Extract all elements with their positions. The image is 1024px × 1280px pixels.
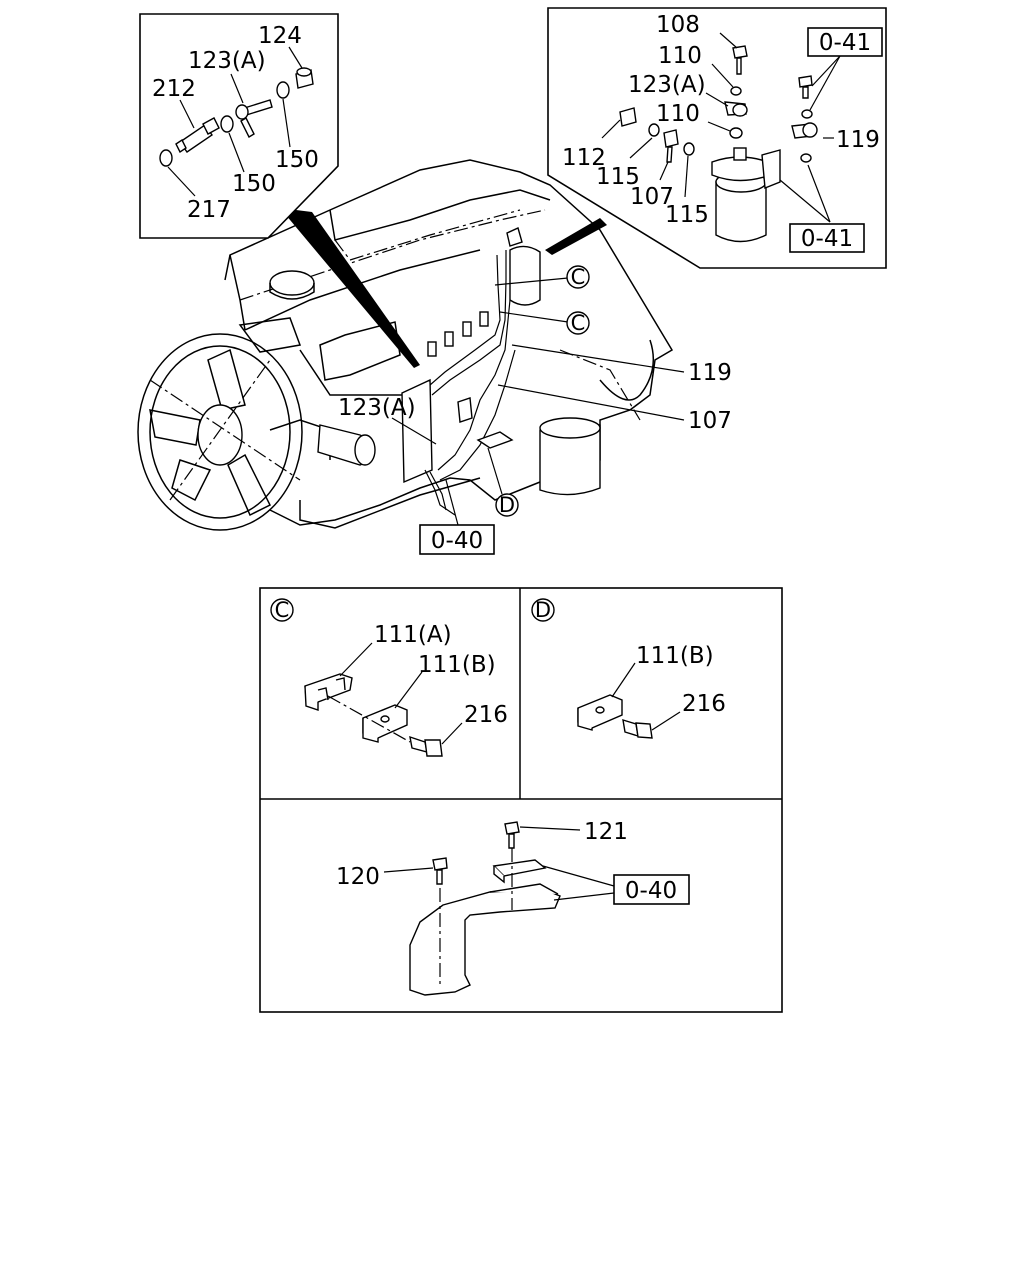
ref-040-detail-text: 0-40 bbox=[625, 878, 677, 904]
ref-box-041-upper bbox=[807, 27, 883, 57]
fuel-injection-lines bbox=[401, 227, 541, 516]
label-119-right: 119 bbox=[836, 127, 880, 153]
callout-d bbox=[495, 493, 519, 517]
label-216-c: 216 bbox=[464, 702, 508, 728]
washer-115-right bbox=[683, 142, 695, 156]
label-150-upper: 150 bbox=[275, 147, 319, 173]
label-110-lower: 110 bbox=[656, 101, 700, 127]
label-108: 108 bbox=[656, 12, 700, 38]
callout-d-text: D bbox=[499, 493, 515, 517]
label-123a-right: 123(A) bbox=[628, 72, 706, 98]
washer-115-left bbox=[648, 123, 660, 137]
label-121: 121 bbox=[584, 819, 628, 845]
detail-d: D 111(B) 216 bbox=[531, 598, 726, 739]
detail-panels bbox=[259, 587, 783, 1013]
bolt-108 bbox=[732, 45, 748, 59]
label-107: 107 bbox=[688, 408, 732, 434]
detail-c: C 111(A) 111(B) 216 bbox=[270, 598, 508, 757]
detail-d-title: D bbox=[535, 598, 551, 622]
view-pointers bbox=[280, 208, 607, 368]
washer-110-upper bbox=[730, 86, 742, 96]
washer-150-upper bbox=[276, 81, 290, 99]
injection-pump bbox=[401, 378, 433, 484]
label-123a: 123(A) bbox=[338, 395, 416, 421]
callout-c-upper-text: C bbox=[571, 265, 586, 289]
bolt-041 bbox=[798, 75, 813, 88]
callout-c-lower-text: C bbox=[571, 311, 586, 335]
label-150-lower: 150 bbox=[232, 171, 276, 197]
injector-nozzles bbox=[427, 311, 489, 357]
label-217: 217 bbox=[187, 197, 231, 223]
ref-041-upper-text: 0-41 bbox=[819, 30, 871, 56]
washer-217 bbox=[159, 149, 173, 167]
label-107-right: 107 bbox=[630, 184, 674, 210]
detail-bracket: 0-40 121 120 bbox=[336, 819, 690, 996]
inset-top-left: 124 123(A) 212 150 150 217 bbox=[139, 13, 339, 239]
label-110-upper: 110 bbox=[658, 43, 702, 69]
sensor-212 bbox=[175, 117, 220, 154]
label-120: 120 bbox=[336, 864, 380, 890]
label-124: 124 bbox=[258, 23, 302, 49]
detail-d-marker bbox=[531, 598, 555, 622]
washer-150-lower bbox=[220, 115, 234, 133]
label-111b-c: 111(B) bbox=[418, 652, 496, 678]
bolt-120 bbox=[432, 857, 448, 871]
bolt-112 bbox=[619, 107, 637, 127]
label-111b-d: 111(B) bbox=[636, 643, 714, 669]
fuel-filter bbox=[711, 147, 781, 243]
label-119: 119 bbox=[688, 360, 732, 386]
engine-callouts: C C 119 107 123(A) D 0-40 bbox=[338, 265, 732, 555]
ref-040-text: 0-40 bbox=[431, 528, 483, 554]
label-111a: 111(A) bbox=[374, 622, 452, 648]
bolt-121 bbox=[504, 821, 520, 835]
callout-c-lower bbox=[566, 311, 590, 335]
ref-box-041-lower bbox=[789, 223, 865, 253]
label-216-d: 216 bbox=[682, 691, 726, 717]
label-115-right: 115 bbox=[665, 202, 709, 228]
cooling-fan bbox=[137, 333, 303, 531]
ref-041-lower-text: 0-41 bbox=[801, 226, 853, 252]
label-115-left: 115 bbox=[596, 164, 640, 190]
eye-107 bbox=[663, 129, 679, 148]
ref-box-040 bbox=[419, 524, 495, 555]
oil-filler-cap bbox=[269, 270, 315, 296]
washer-110-lower bbox=[729, 127, 743, 139]
label-112: 112 bbox=[562, 145, 606, 171]
inset-top-right: 0-41 0-41 108 110 123(A) 110 112 115 107… bbox=[547, 7, 887, 269]
detail-c-title: C bbox=[275, 598, 290, 622]
detail-c-marker bbox=[270, 598, 294, 622]
label-212: 212 bbox=[152, 76, 196, 102]
label-123a: 123(A) bbox=[188, 48, 266, 74]
callout-c-upper bbox=[566, 265, 590, 289]
ref-box-040-detail bbox=[613, 874, 690, 905]
